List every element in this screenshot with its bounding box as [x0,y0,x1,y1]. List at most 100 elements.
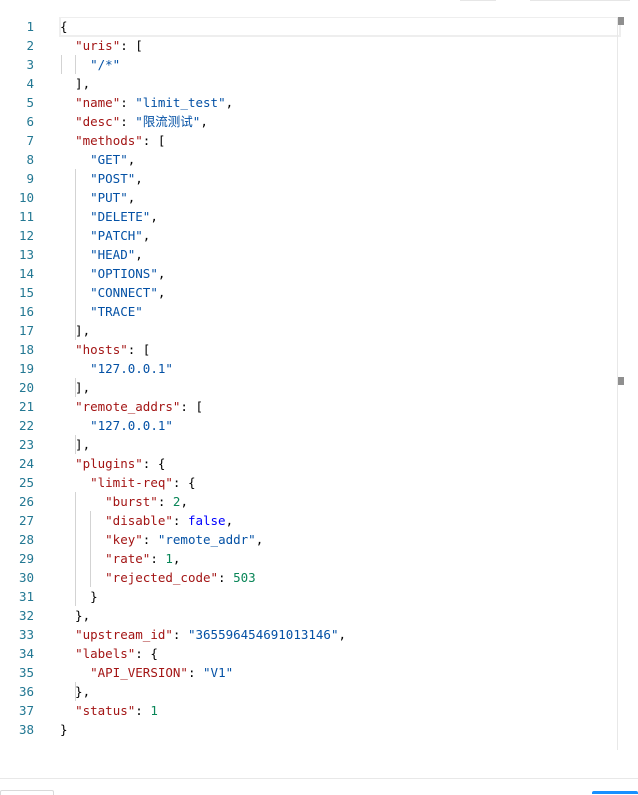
code-line[interactable]: "limit-req": { [60,473,618,492]
code-token: }, [60,684,91,699]
code-line[interactable]: "status": 1 [60,701,618,720]
line-number: 23 [18,437,34,452]
code-token: , [142,228,151,243]
code-token [60,494,105,509]
code-token: false [187,513,226,528]
code-line[interactable]: } [60,587,618,606]
code-line[interactable]: ], [60,321,618,340]
code-line[interactable]: "rate": 1, [60,549,618,568]
code-token [60,646,75,661]
code-line[interactable]: "name": "limit_test", [60,93,618,112]
code-token: , [127,190,136,205]
code-line[interactable]: "plugins": { [60,454,618,473]
code-token [60,627,75,642]
code-token: ], [60,76,91,91]
indent-guide [75,682,76,701]
code-token: "/*" [90,57,121,72]
code-token: : [150,551,166,566]
code-line[interactable]: "PATCH", [60,226,618,245]
code-line[interactable]: "desc": "限流测试", [60,112,618,131]
scrollbar-marker [618,377,624,385]
code-line[interactable]: "PUT", [60,188,618,207]
code-line[interactable]: "OPTIONS", [60,264,618,283]
code-line[interactable]: "CONNECT", [60,283,618,302]
code-line[interactable]: "GET", [60,150,618,169]
code-token: "GET" [90,152,128,167]
line-number: 6 [26,114,34,129]
code-token: , [135,247,143,262]
code-line[interactable]: "127.0.0.1" [60,359,618,378]
indent-guide [61,55,62,74]
code-line[interactable]: }, [60,682,618,701]
code-token: "remote_addrs" [75,399,181,414]
code-line[interactable]: "127.0.0.1" [60,416,618,435]
code-line[interactable]: "hosts": [ [60,340,618,359]
footer-bar [0,778,638,795]
code-line[interactable]: }, [60,606,618,625]
code-line[interactable]: "HEAD", [60,245,618,264]
code-token: : [ [127,342,151,357]
line-number: 24 [18,456,34,471]
code-line[interactable]: "disable": false, [60,511,618,530]
line-number: 36 [18,684,34,699]
code-token: : [157,494,173,509]
code-line[interactable]: { [59,17,621,37]
code-token: } [60,722,68,737]
code-line[interactable]: ], [60,378,618,397]
code-token [60,38,75,53]
code-line[interactable]: ], [60,74,618,93]
code-token: "hosts" [75,342,128,357]
code-token [60,190,90,205]
code-token: "limit-req" [90,475,173,490]
code-line[interactable]: "upstream_id": "365596454691013146", [60,625,618,644]
code-token: "desc" [75,114,121,129]
code-token: : { [142,456,166,471]
code-token: "methods" [75,133,143,148]
line-number: 29 [18,551,34,566]
code-line[interactable]: "key": "remote_addr", [60,530,618,549]
indent-guide [75,169,76,340]
tab-indicator [460,0,496,1]
vertical-scrollbar[interactable] [617,17,618,750]
code-token: "365596454691013146" [187,627,339,642]
code-line[interactable]: "DELETE", [60,207,618,226]
code-token [60,551,105,566]
code-token: : [ [180,399,203,414]
code-token: , [225,95,234,110]
code-token: "HEAD" [90,247,136,262]
code-line[interactable]: "burst": 2, [60,492,618,511]
code-line[interactable]: "rejected_code": 503 [60,568,618,587]
code-line[interactable]: "POST", [60,169,618,188]
line-number: 18 [18,342,34,357]
code-line[interactable]: "TRACE" [60,302,618,321]
code-line[interactable]: "API_VERSION": "V1" [60,663,618,682]
code-line[interactable]: } [60,720,618,739]
code-token [60,513,105,528]
line-number: 11 [18,209,34,224]
code-token [60,570,105,585]
code-line[interactable]: ], [60,435,618,454]
code-token: , [157,266,166,281]
code-token [60,209,90,224]
code-token: , [172,551,181,566]
code-area[interactable]: { "uris": [ "/*" ], "name": "limit_test"… [59,17,621,739]
line-number: 22 [18,418,34,433]
code-line[interactable]: "uris": [ [60,36,618,55]
code-token [60,665,90,680]
top-strip [0,0,638,1]
code-token [60,133,75,148]
code-line[interactable]: "labels": { [60,644,618,663]
code-token [60,57,90,72]
line-number: 20 [18,380,34,395]
code-line[interactable]: "remote_addrs": [ [60,397,618,416]
code-token [60,266,90,281]
code-line[interactable]: "/*" [60,55,618,74]
code-token [60,475,90,490]
line-number: 4 [26,76,34,91]
line-number: 34 [18,646,34,661]
code-token: "127.0.0.1" [90,418,173,433]
code-token: : { [135,646,158,661]
code-line[interactable]: "methods": [ [60,131,618,150]
